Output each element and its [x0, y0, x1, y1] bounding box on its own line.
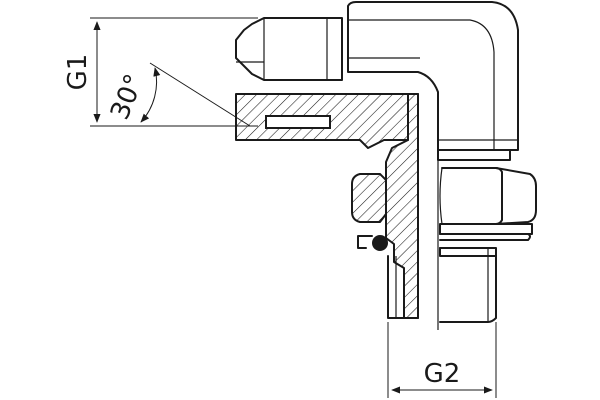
elbow-neck [437, 149, 511, 161]
washer [439, 223, 533, 235]
elbow-inner-contour [348, 19, 495, 150]
seal-zone [357, 223, 533, 251]
stud-shoulder [439, 247, 497, 257]
angle-dimension: 30° [105, 62, 251, 127]
elbow-body [347, 1, 519, 161]
section-inner-slot [265, 115, 331, 129]
nut-chamfer-left [439, 167, 443, 225]
elbow-outline [347, 1, 519, 151]
tube-stub [235, 17, 343, 81]
threaded-stud [387, 247, 497, 323]
nut-face-1 [441, 167, 503, 225]
g2-label: G2 [424, 359, 461, 389]
section-view [235, 93, 419, 319]
hex-nut [351, 167, 537, 225]
angle-label: 30° [105, 70, 150, 124]
nut-section [351, 173, 387, 223]
stud-left-outline [387, 255, 405, 319]
g1-dimension: G1 [63, 17, 258, 127]
nut-face-2 [495, 167, 537, 225]
o-ring-groove [357, 235, 373, 249]
o-ring [372, 235, 388, 251]
washer-edge [439, 233, 531, 241]
tube-stub-outline [235, 17, 343, 81]
g2-dimension: G2 [387, 322, 497, 398]
angle-arc [140, 67, 161, 123]
g1-label: G1 [63, 54, 93, 91]
cone-extension-line [149, 62, 251, 127]
